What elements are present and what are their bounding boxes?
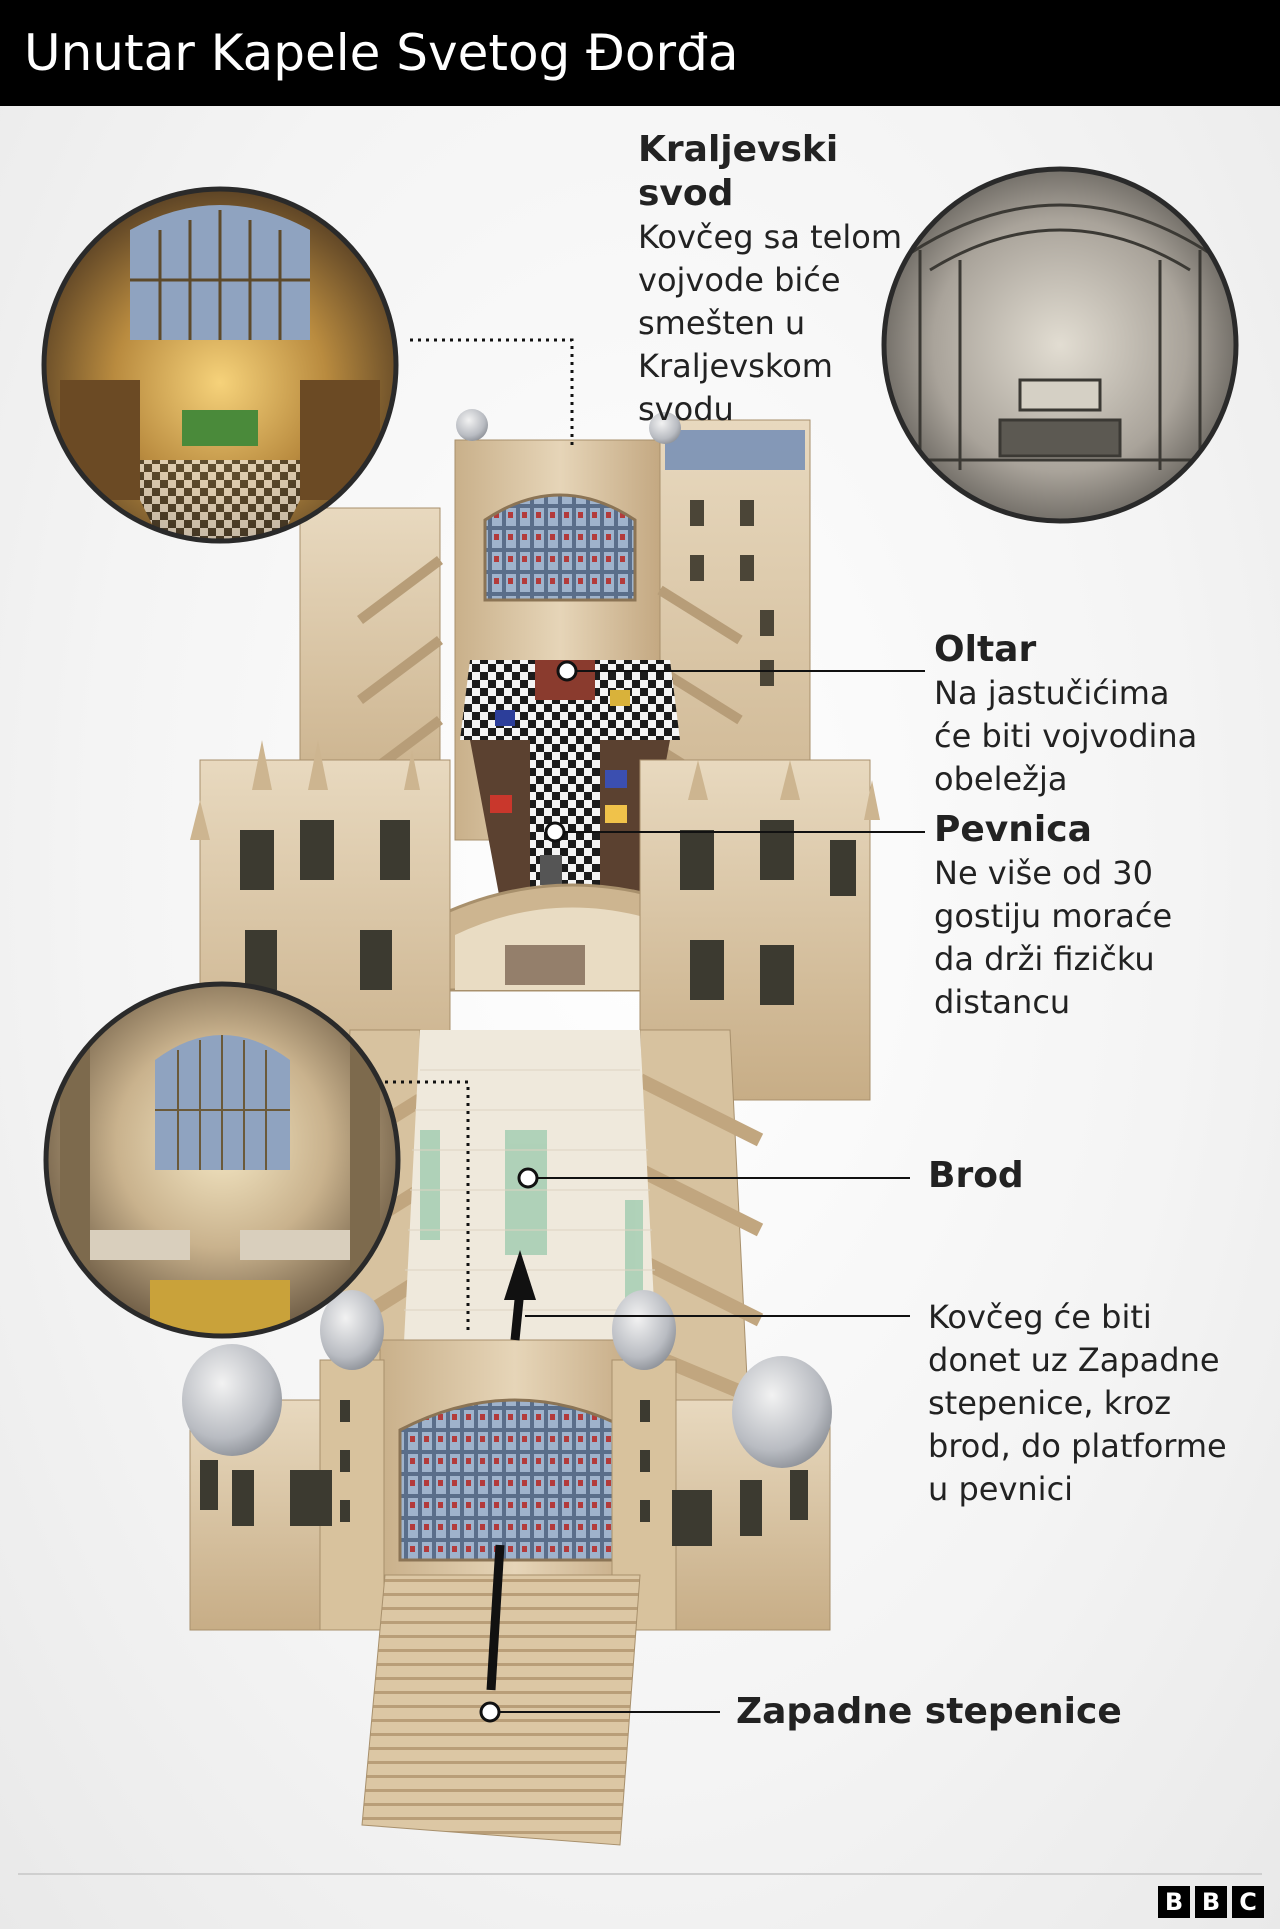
royal-vault-photo-circle [881,166,1239,524]
nave-photo-circle [43,981,401,1339]
altar-label: Oltar Na jastučićima će biti vojvodina o… [934,628,1254,801]
footer-divider [18,1873,1262,1875]
nave-heading: Brod [928,1155,1024,1196]
procession-label: Kovčeg će biti donet uz Zapadne stepenic… [928,1296,1268,1511]
bbc-logo: B B C [1158,1886,1264,1918]
royal-vault-label: Kraljevski svod Kovčeg sa telom vojvode … [638,128,938,431]
page-title: Unutar Kapele Svetog Đorđa [0,0,1280,106]
quire-marker [544,821,566,843]
nave-label: Brod [928,1154,1128,1198]
west-steps-marker [479,1701,501,1723]
procession-text: Kovčeg će biti donet uz Zapadne stepenic… [928,1298,1227,1508]
procession-arrow [486,1250,536,1691]
royal-vault-text: Kovčeg sa telom vojvode biće smešten u K… [638,218,902,428]
leader-lines [385,338,925,1713]
chapel-building [182,409,880,1846]
quire-text: Ne više od 30 gostiju moraće da drži fiz… [934,854,1173,1021]
nave-marker [517,1167,539,1189]
altar-text: Na jastučićima će biti vojvodina obeležj… [934,674,1198,798]
altar-heading: Oltar [934,629,1037,670]
bbc-logo-letter: B [1158,1886,1190,1918]
chapel-cutaway-diagram [41,166,1239,1846]
choir-photo-circle [41,186,399,544]
altar-marker [556,660,578,682]
quire-label: Pevnica Ne više od 30 gostiju moraće da … [934,808,1254,1024]
bbc-logo-letter: B [1195,1886,1227,1918]
west-steps-label: Zapadne stepenice [736,1690,1156,1734]
bbc-logo-letter: C [1232,1886,1264,1918]
royal-vault-heading: Kraljevski svod [638,129,839,214]
quire-heading: Pevnica [934,809,1092,850]
west-steps-heading: Zapadne stepenice [736,1691,1122,1732]
marker-dots [479,660,578,1723]
